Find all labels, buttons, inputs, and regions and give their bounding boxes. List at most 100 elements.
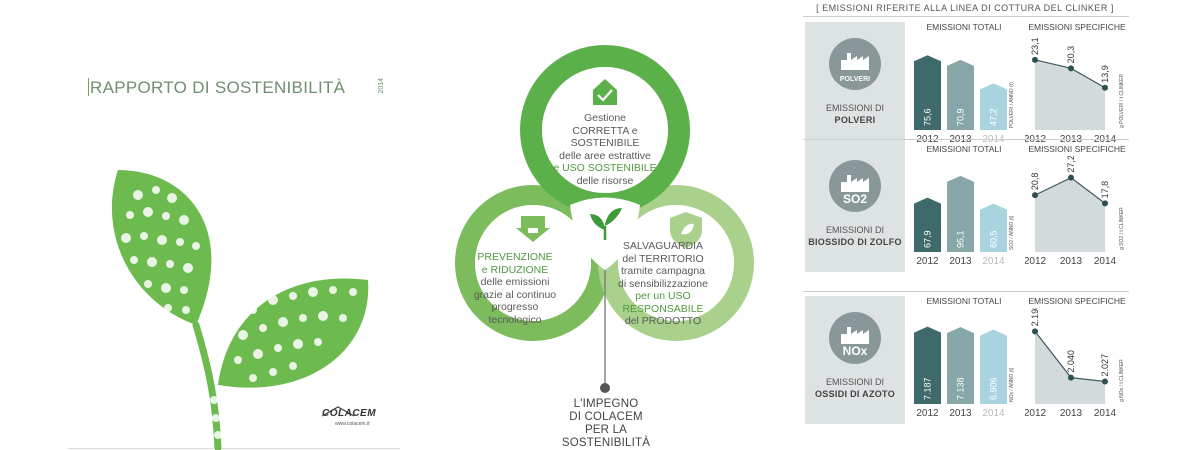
area-value-label: 13,9 bbox=[1100, 65, 1110, 83]
diagram-line: delle emissioni bbox=[480, 276, 550, 288]
area-point bbox=[1068, 374, 1074, 381]
area-point bbox=[1068, 65, 1074, 72]
area-value-label: 20,3 bbox=[1066, 46, 1076, 64]
panel-label-prefix: EMISSIONI DI bbox=[825, 377, 884, 387]
area-value-label: 23,1 bbox=[1030, 37, 1040, 55]
diagram-line: del PRODOTTO bbox=[624, 315, 702, 327]
area-value-label: 2.027 bbox=[1100, 354, 1110, 377]
area-fill bbox=[1035, 177, 1105, 252]
totals-header: EMISSIONI TOTALI bbox=[926, 296, 1002, 306]
down-arrow-house-icon bbox=[516, 216, 550, 242]
row-divider bbox=[803, 291, 1129, 292]
caption-line: DI COLACEM bbox=[569, 411, 643, 423]
bar-category-label: 2012 bbox=[916, 408, 939, 419]
bar-value-label: 6.906 bbox=[989, 377, 999, 400]
colacem-logo-mark bbox=[321, 406, 355, 417]
header-rule bbox=[803, 16, 1129, 17]
panel-label: EMISSIONI DI POLVERI bbox=[805, 102, 905, 126]
sprout-icon bbox=[590, 208, 622, 240]
area-fill bbox=[1035, 331, 1105, 404]
area-value-label: 27,2 bbox=[1066, 156, 1076, 173]
colacem-logo-text: COLACEM bbox=[322, 408, 377, 419]
badge-label: NOx bbox=[843, 344, 868, 358]
diagram-line: SOSTENIBILE bbox=[570, 137, 640, 149]
bar-category-label: 2013 bbox=[949, 408, 972, 419]
caption-line: PER LA SOSTENIBILITÀ bbox=[561, 424, 651, 449]
badge-label: SO2 bbox=[843, 192, 867, 206]
row-divider bbox=[803, 139, 1129, 140]
diagram-line: e USO SOSTENIBILE bbox=[553, 162, 657, 174]
bar-category-label: 2014 bbox=[982, 256, 1005, 267]
bar-value-label: 7.138 bbox=[956, 377, 966, 400]
area-point bbox=[1032, 192, 1038, 199]
panel-label-name: POLVERI bbox=[834, 115, 876, 125]
diagram-line: tramite campagna bbox=[620, 265, 706, 277]
diagram-line: e RIDUZIONE bbox=[481, 263, 549, 276]
bar bbox=[980, 83, 1007, 130]
totals-bar-chart: 75,6201270,9201347,22014POLVERI / ANNO (… bbox=[914, 55, 1015, 145]
sprout-illustration bbox=[111, 170, 369, 450]
specific-header: EMISSIONI SPECIFICHE bbox=[1028, 144, 1126, 154]
diagram-line: tecnologico bbox=[488, 313, 542, 326]
panel-label-name: BIOSSIDO DI ZOLFO bbox=[808, 237, 902, 247]
bar bbox=[947, 327, 974, 404]
bar bbox=[980, 329, 1007, 404]
bar-value-label: 75,6 bbox=[923, 108, 933, 126]
area-point bbox=[1032, 328, 1038, 335]
cover-title: RAPPORTO DI SOSTENIBILITÀ bbox=[88, 78, 346, 97]
specific-axis-label: g SO2 / t CLINKER bbox=[1119, 207, 1125, 250]
area-category-label: 2014 bbox=[1094, 408, 1117, 419]
diagram-line: SALVAGUARDIA bbox=[622, 240, 704, 252]
area-point bbox=[1032, 56, 1038, 63]
connector-dot bbox=[600, 383, 610, 393]
bar-value-label: 67,9 bbox=[923, 230, 933, 248]
factory-icon: NOx bbox=[829, 312, 881, 364]
colacem-website: www.colacem.it bbox=[335, 421, 370, 427]
caption-line: L'IMPEGNO bbox=[573, 398, 639, 410]
area-category-label: 2012 bbox=[1025, 256, 1047, 267]
bar bbox=[914, 55, 941, 130]
area-point bbox=[1068, 174, 1074, 181]
bar-value-label: 47,2 bbox=[989, 108, 999, 126]
area-value-label: 17,8 bbox=[1100, 181, 1110, 199]
cover-year: 2014 bbox=[378, 78, 385, 94]
diagram-line: delle aree estrattive bbox=[559, 149, 651, 162]
diagram-line: progresso bbox=[491, 301, 539, 313]
specific-header: EMISSIONI SPECIFICHE bbox=[1028, 22, 1126, 32]
bar-value-label: 60,5 bbox=[989, 230, 999, 248]
area-value-label: 20,8 bbox=[1030, 173, 1040, 191]
sustainability-venn-diagram bbox=[455, 45, 754, 393]
factory-icon: SO2 bbox=[829, 160, 881, 212]
house-check-icon bbox=[593, 79, 617, 105]
specific-header: EMISSIONI SPECIFICHE bbox=[1028, 296, 1126, 306]
area-category-label: 2012 bbox=[1025, 408, 1047, 419]
totals-header: EMISSIONI TOTALI bbox=[926, 22, 1002, 32]
diagram-line: PREVENZIONE bbox=[477, 251, 553, 263]
emission-panel: POLVERI EMISSIONI DI POLVERI bbox=[805, 22, 905, 150]
panel-label-prefix: EMISSIONI DI bbox=[825, 103, 884, 113]
specific-axis-label: g NOx / t CLINKER bbox=[1119, 359, 1125, 402]
diagram-line: del TERRITORIO bbox=[622, 252, 704, 265]
area-point bbox=[1102, 200, 1108, 207]
area-point bbox=[1102, 84, 1108, 91]
diagram-line: CORRETTA e bbox=[572, 124, 638, 137]
badge-label: POLVERI bbox=[840, 76, 870, 83]
diagram-line: RESPONSABILE bbox=[622, 302, 704, 315]
area-fill bbox=[1035, 59, 1105, 130]
bar bbox=[947, 175, 974, 252]
specific-area-chart: 23,1201220,3201313,92014g POLVERI / t CL… bbox=[1025, 37, 1125, 145]
area-value-label: 2.040 bbox=[1066, 350, 1076, 373]
specific-axis-label: g POLVERI / t CLINKER bbox=[1119, 74, 1125, 128]
bar bbox=[914, 197, 941, 252]
